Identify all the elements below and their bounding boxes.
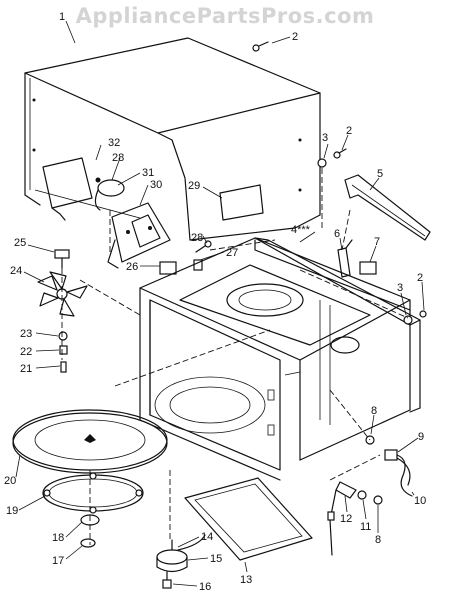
duct-5 — [344, 174, 431, 241]
callout-labels: 1 2 2 2 3 3 4*** 5 6 7 8 8 9 10 11 12 13… — [4, 11, 426, 593]
outer-cabinet — [24, 37, 321, 241]
fasteners-right-top — [317, 148, 347, 168]
callout-2-top: 2 — [292, 31, 298, 43]
callout-29: 29 — [188, 180, 200, 192]
callout-3-lower: 3 — [397, 282, 403, 294]
callout-30: 30 — [150, 179, 162, 191]
callout-5: 5 — [377, 168, 383, 180]
callout-2-right-lower: 2 — [417, 272, 423, 284]
callout-19: 19 — [6, 505, 18, 517]
parts-21-23 — [58, 331, 68, 373]
callout-4: 4*** — [291, 224, 311, 236]
turntable-20 — [12, 409, 168, 474]
callout-8-upper: 8 — [371, 405, 377, 417]
part-25 — [54, 249, 70, 269]
callout-32: 32 — [108, 137, 120, 149]
screw-16 — [162, 571, 172, 589]
callout-24: 24 — [10, 265, 22, 277]
leader-lines — [15, 20, 425, 587]
part-31 — [94, 177, 125, 211]
callout-12: 12 — [340, 513, 352, 525]
panel-32 — [42, 157, 93, 221]
callout-26: 26 — [126, 261, 138, 273]
roller-ring-19 — [42, 472, 144, 514]
motor-15 — [156, 534, 206, 573]
bracket-30 — [107, 202, 171, 269]
part-6 — [337, 239, 353, 278]
label-panel-29 — [219, 184, 264, 221]
callout-13: 13 — [240, 574, 252, 586]
callout-16: 16 — [199, 581, 211, 593]
callout-2-right-upper: 2 — [346, 125, 352, 137]
callout-3-upper: 3 — [322, 132, 328, 144]
fan-blade-24 — [37, 271, 88, 317]
watermark: AppliancePartsPros.com — [75, 4, 375, 28]
callout-6: 6 — [334, 228, 340, 240]
frame-13 — [184, 477, 313, 561]
switch-9 — [384, 449, 413, 497]
callout-28-lower: 28 — [191, 232, 203, 244]
callout-22: 22 — [20, 346, 32, 358]
callout-18: 18 — [52, 532, 64, 544]
screw-2-top — [252, 41, 269, 52]
callout-27: 27 — [226, 247, 238, 259]
callout-9: 9 — [418, 431, 424, 443]
callout-7: 7 — [374, 236, 380, 248]
assembly-lines — [61, 168, 409, 545]
callout-23: 23 — [20, 328, 32, 340]
callout-15: 15 — [210, 553, 222, 565]
part-7 — [359, 261, 377, 275]
callout-31: 31 — [142, 167, 154, 179]
parts-26-28 — [159, 240, 212, 275]
callout-11: 11 — [360, 521, 371, 533]
callout-21: 21 — [20, 363, 32, 375]
callout-14: 14 — [201, 531, 213, 543]
callout-17: 17 — [52, 555, 64, 567]
callout-20: 20 — [4, 475, 16, 487]
callout-8-lower: 8 — [375, 534, 381, 546]
callout-25: 25 — [14, 237, 26, 249]
callout-28-upper: 28 — [112, 152, 124, 164]
callout-1: 1 — [59, 11, 65, 23]
callout-10: 10 — [414, 495, 426, 507]
fasteners-right — [365, 310, 427, 445]
parts-11-12 — [327, 481, 383, 556]
